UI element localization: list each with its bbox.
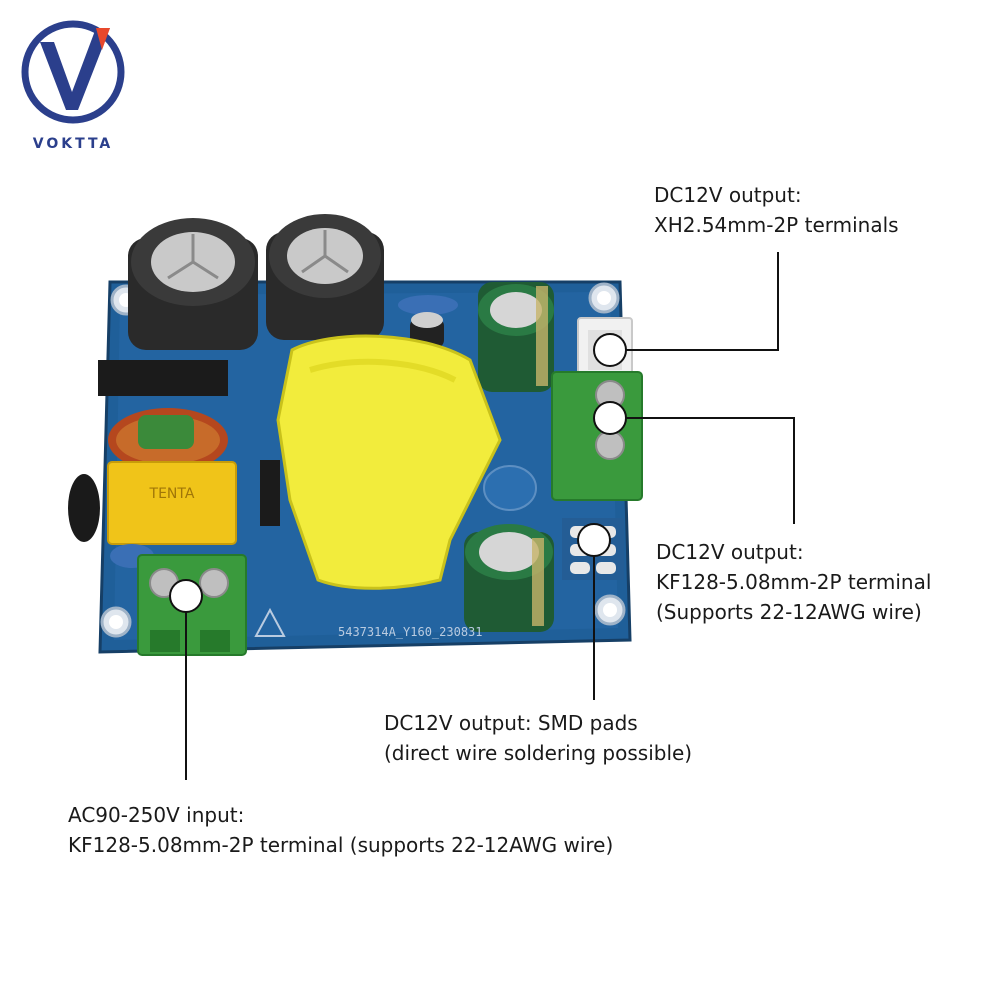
callout-xh-line1: DC12V output: <box>654 183 802 207</box>
callout-xh <box>593 252 779 367</box>
callout-ac-input-text: AC90-250V input: KF128-5.08mm-2P termina… <box>68 800 613 860</box>
output-screw-terminal <box>551 371 643 501</box>
callout-kf-output-text: DC12V output: KF128-5.08mm-2P terminal (… <box>656 537 931 627</box>
callout-xh-output-text: DC12V output: XH2.54mm-2P terminals <box>654 180 899 240</box>
electrolytic-capacitor-2 <box>266 214 384 340</box>
output-capacitor-bottom <box>464 524 554 632</box>
electrolytic-capacitor-1 <box>128 218 258 350</box>
pcb-part-number: 5437314A_Y160_230831 <box>338 625 483 639</box>
callout-ac <box>169 579 203 780</box>
brand-name: VOKTTA <box>32 136 114 152</box>
callout-kf-line3: (Supports 22-12AWG wire) <box>656 600 922 624</box>
callout-kf-output <box>593 401 795 524</box>
callout-kf-line2: KF128-5.08mm-2P terminal <box>656 570 932 594</box>
output-capacitor-top <box>478 282 554 392</box>
x-capacitor-marking: TENTA <box>149 486 195 502</box>
callout-smd-output-text: DC12V output: SMD pads (direct wire sold… <box>384 708 692 768</box>
callout-smd-line1: DC12V output: SMD pads <box>384 711 638 735</box>
brand-logo: VOKTTA <box>18 10 128 152</box>
x-capacitor: TENTA <box>107 461 237 545</box>
common-mode-choke <box>108 408 228 472</box>
callout-ac-line1: AC90-250V input: <box>68 803 245 827</box>
callout-xh-line2: XH2.54mm-2P terminals <box>654 213 899 237</box>
callout-ac-line2: KF128-5.08mm-2P terminal (supports 22-12… <box>68 833 614 857</box>
callout-smd <box>577 523 611 700</box>
heatsink <box>98 360 228 396</box>
transformer <box>276 334 502 590</box>
callout-smd-line2: (direct wire soldering possible) <box>384 741 693 765</box>
callout-kf-line1: DC12V output: <box>656 540 804 564</box>
brand-logo-mark <box>21 20 125 124</box>
